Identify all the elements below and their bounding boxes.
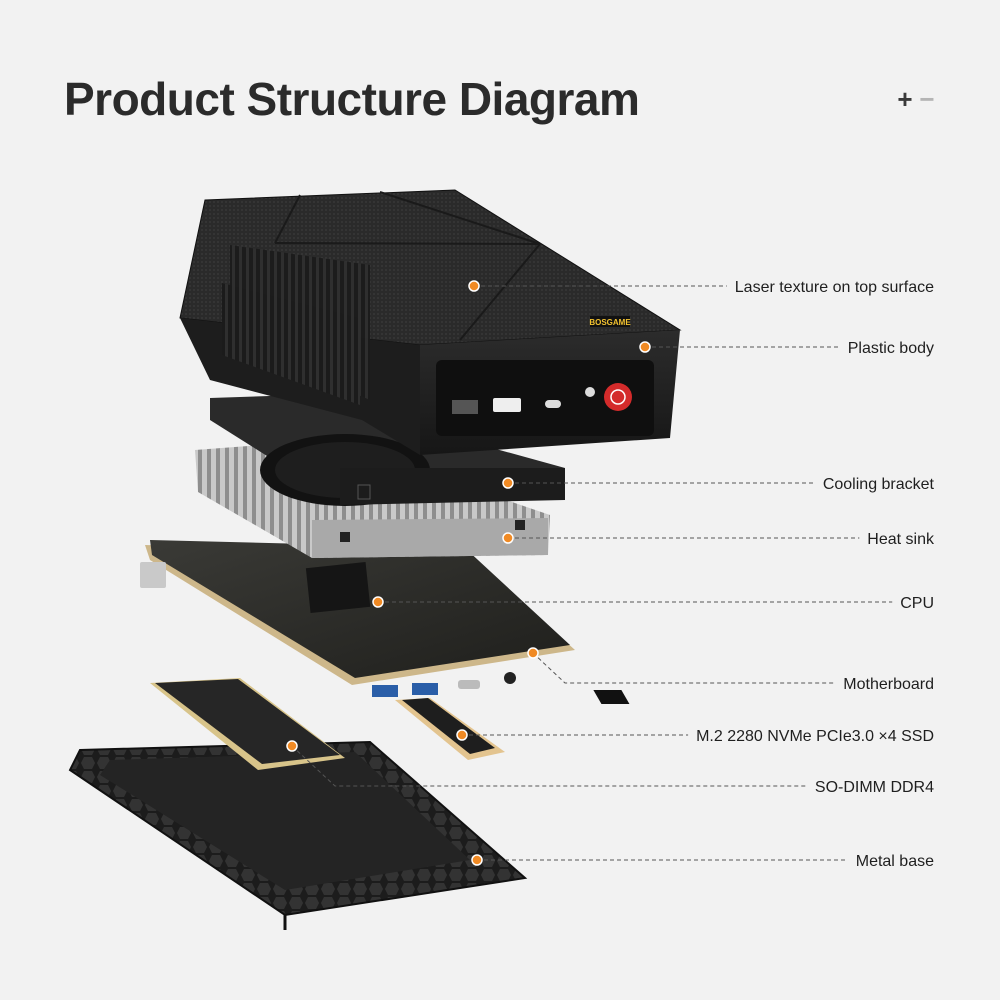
callout-label-metal-base: Metal base: [856, 853, 934, 870]
callout-dot-laser-texture: [468, 280, 480, 292]
callout-label-motherboard: Motherboard: [843, 676, 934, 693]
ssd: [395, 698, 505, 760]
zoom-controls: + −: [896, 84, 936, 114]
callout-line-motherboard: [532, 652, 836, 684]
callout-label-ram: SO-DIMM DDR4: [815, 779, 934, 796]
callout-dot-ssd: [456, 729, 468, 741]
page-title: Product Structure Diagram: [64, 73, 640, 125]
zoom-in-icon[interactable]: +: [897, 84, 913, 114]
callout-label-heat-sink: Heat sink: [867, 531, 935, 548]
device-logo: BOSGAME: [589, 318, 631, 327]
callout-dot-heat-sink: [502, 532, 514, 544]
callout-label-ssd: M.2 2280 NVMe PCIe3.0 ×4 SSD: [696, 728, 934, 745]
callout-dot-cpu: [372, 596, 384, 608]
callout-dot-plastic-body: [639, 341, 651, 353]
metal-base: [68, 740, 528, 930]
plastic-body: BOSGAME: [179, 189, 682, 455]
callout-dot-cooling-bracket: [502, 477, 514, 489]
motherboard: [140, 540, 575, 697]
callout-label-laser-texture: Laser texture on top surface: [735, 279, 934, 296]
callout-label-plastic-body: Plastic body: [848, 340, 934, 357]
callout-label-cpu: CPU: [900, 595, 934, 612]
callout-dot-motherboard: [527, 647, 539, 659]
callout-dot-ram: [286, 740, 298, 752]
cooling-bracket: [210, 395, 565, 506]
zoom-out-icon[interactable]: −: [919, 84, 935, 114]
callout-label-cooling-bracket: Cooling bracket: [823, 476, 935, 493]
callout-dot-metal-base: [471, 854, 483, 866]
callout-line-ram: [291, 745, 807, 787]
